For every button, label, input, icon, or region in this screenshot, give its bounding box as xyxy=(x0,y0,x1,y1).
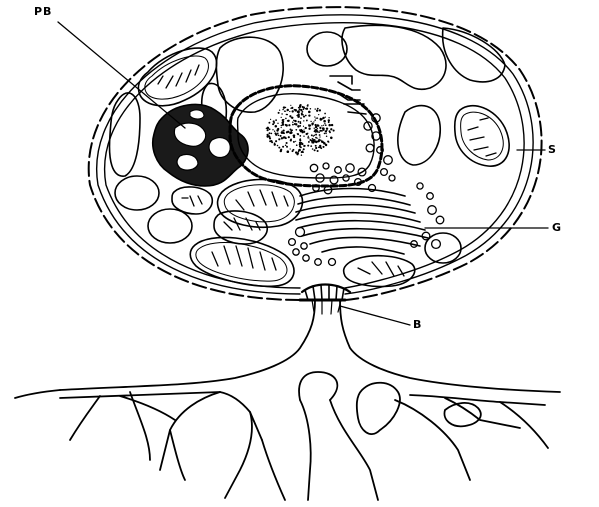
vesicle xyxy=(315,259,322,266)
polysomal-body xyxy=(153,104,248,186)
vesicle xyxy=(335,167,342,174)
vesicle xyxy=(381,169,388,176)
golgi-apparatus xyxy=(296,189,428,255)
vesicle xyxy=(422,232,430,240)
vesicle xyxy=(346,164,354,172)
vesicle xyxy=(436,216,444,224)
nucleus xyxy=(230,86,382,186)
pb-leader-line xyxy=(58,22,185,128)
vesicle xyxy=(293,249,299,255)
basal-attachment xyxy=(300,285,350,315)
vesicle xyxy=(329,259,336,266)
label-b: B xyxy=(413,318,422,331)
mitochondrion xyxy=(138,48,216,106)
vesicle xyxy=(389,175,395,181)
vesicle xyxy=(323,163,329,169)
vesicle xyxy=(384,156,393,165)
vesicle xyxy=(417,183,423,189)
endoplasmic-reticulum xyxy=(330,76,366,114)
vesicle xyxy=(289,239,296,246)
label-s: S xyxy=(548,143,557,156)
root-system xyxy=(15,300,560,500)
nucleolus xyxy=(266,104,335,156)
mitochondrion xyxy=(455,106,509,166)
vesicle xyxy=(301,243,307,249)
mitochondrion xyxy=(190,237,294,286)
mitochondrion xyxy=(172,187,212,214)
mitochondrion xyxy=(218,179,303,227)
vesicle xyxy=(310,164,317,171)
label-g: G xyxy=(552,221,562,234)
vesicle xyxy=(366,144,374,152)
vesicle xyxy=(428,206,437,215)
vesicle xyxy=(343,175,349,181)
leader-lines xyxy=(58,22,548,325)
vesicle xyxy=(432,240,441,249)
b-leader-line xyxy=(340,306,410,325)
vesicle xyxy=(427,193,434,200)
mitochondrion xyxy=(344,256,415,287)
label-pb: PB xyxy=(34,5,52,18)
vesicle xyxy=(303,255,309,261)
